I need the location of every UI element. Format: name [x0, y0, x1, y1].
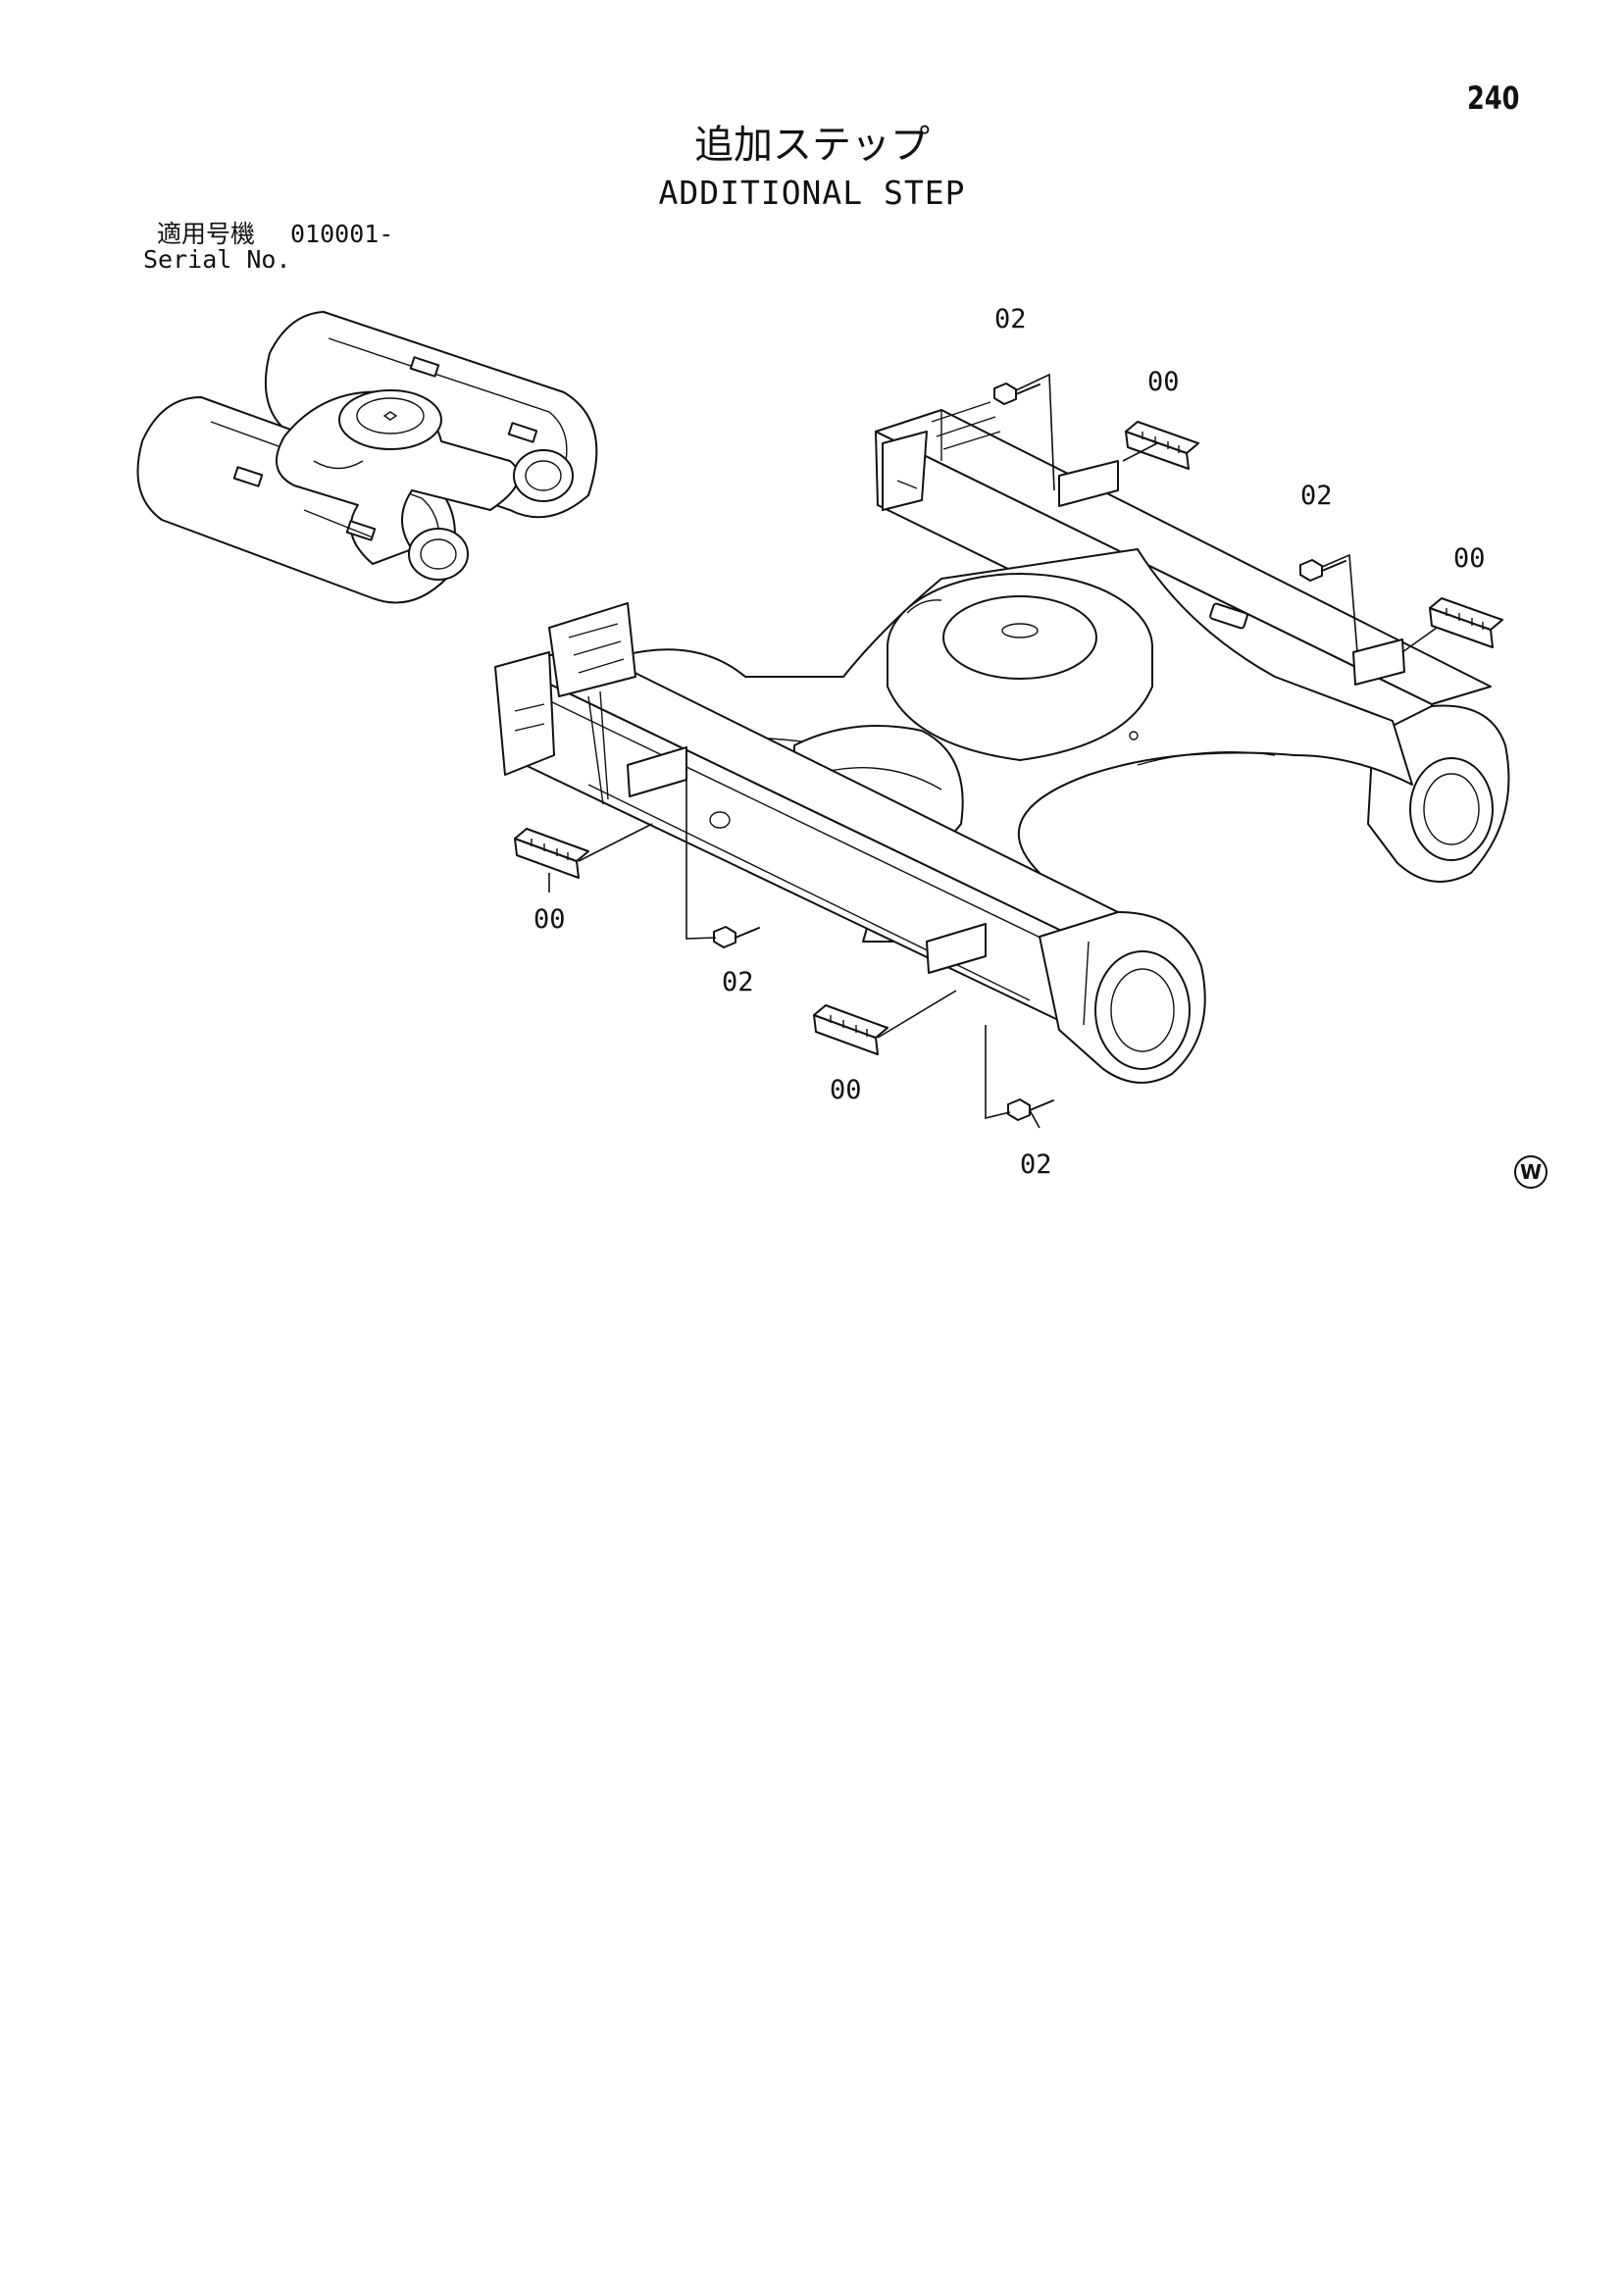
bolt-3: [713, 926, 760, 948]
serial-number-value: 010001-: [290, 220, 394, 248]
serial-label-english: Serial No.: [143, 245, 291, 274]
callout-step-3: 00: [533, 904, 566, 935]
track-frame-main: [494, 401, 1510, 1084]
bolt-1: [993, 383, 1040, 405]
step-part-2: [1429, 597, 1503, 648]
serial-label-japanese: 適用号機: [157, 220, 256, 248]
step-part-4: [813, 1004, 888, 1055]
step-part-1: [1125, 421, 1199, 470]
leader-lines: [548, 373, 1438, 1129]
callout-bolt-4: 02: [1020, 1149, 1052, 1180]
bolt-2: [1299, 559, 1346, 582]
overview-undercarriage: [136, 311, 598, 604]
page-title-japanese: 追加ステップ: [694, 123, 930, 168]
callout-bolt-3: 02: [722, 967, 754, 997]
page-number: 240: [1467, 79, 1520, 117]
callout-bolt-1: 02: [994, 304, 1027, 334]
callout-step-1: 00: [1147, 367, 1180, 397]
callout-step-4: 00: [830, 1075, 862, 1105]
step-part-3: [514, 828, 589, 879]
page-title-english: ADDITIONAL STEP: [658, 174, 966, 212]
copyright-mark: W: [1514, 1155, 1548, 1189]
bolt-4: [1007, 1098, 1054, 1121]
callout-step-2: 00: [1453, 543, 1486, 574]
callout-bolt-2: 02: [1300, 481, 1333, 511]
